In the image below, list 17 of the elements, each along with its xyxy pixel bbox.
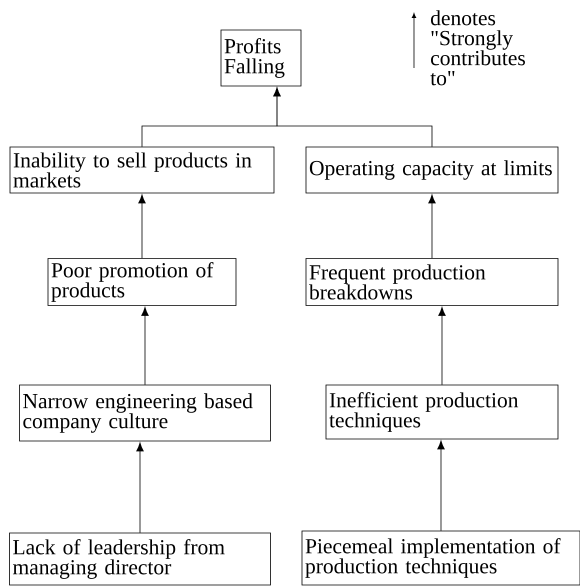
- arrow: [428, 194, 436, 258]
- cause-box: Inefficient production techniques: [326, 384, 558, 440]
- cause-box: Profits Falling: [220, 30, 302, 86]
- cause-box: Frequent production breakdowns: [306, 258, 558, 306]
- arrow: [273, 88, 432, 147]
- arrow: [437, 440, 445, 531]
- cause-box: Operating capacity at limits: [306, 146, 558, 194]
- cause-box: Narrow engineering based company culture: [19, 384, 271, 442]
- arrow: [136, 442, 144, 533]
- legend-text: denotes "Strongly contributes to": [430, 10, 525, 86]
- arrow: [438, 307, 446, 385]
- cause-box: Lack of leadership from managing director: [9, 532, 271, 586]
- cause-box: Poor promotion of products: [48, 258, 236, 306]
- cause-box: Piecemeal implementation of production techniques: [302, 530, 580, 586]
- cause-box: Inability to sell products in markets: [10, 146, 274, 194]
- arrow: [141, 307, 149, 385]
- arrow: [138, 194, 146, 258]
